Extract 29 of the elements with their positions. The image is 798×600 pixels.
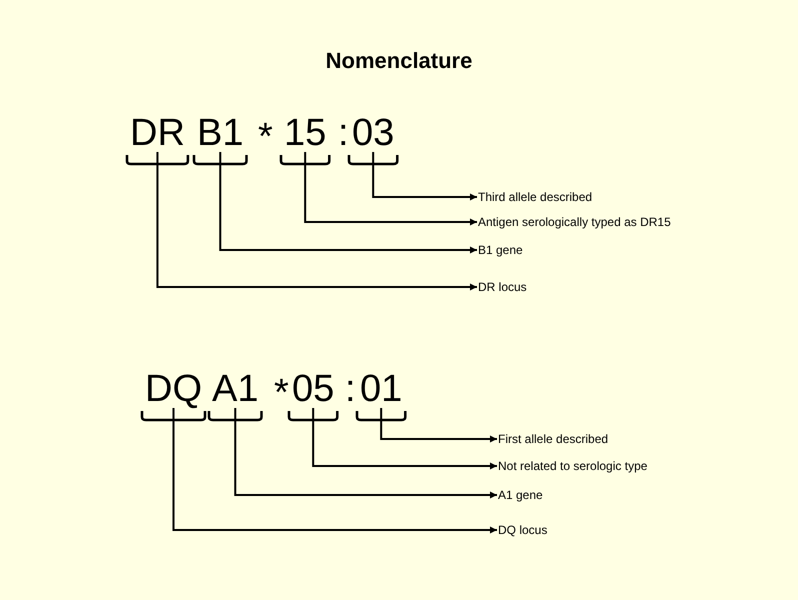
- explanation-text: DR locus: [478, 280, 527, 294]
- leader-arrow: [234, 408, 497, 498]
- explanation-text: Not related to serologic type: [498, 459, 648, 473]
- allele-name-part: DR: [130, 114, 185, 152]
- separator-symbol: *: [258, 118, 273, 156]
- allele-name-part: A1: [212, 370, 258, 408]
- allele-name-part: 01: [360, 370, 402, 408]
- explanation-text: Third allele described: [478, 190, 592, 204]
- leader-arrow: [304, 152, 477, 226]
- leader-arrow: [380, 408, 497, 442]
- explanation-text: Antigen serologically typed as DR15: [478, 215, 671, 229]
- leader-arrow: [312, 408, 497, 470]
- leader-arrow: [172, 408, 497, 534]
- explanation-text: First allele described: [498, 432, 608, 446]
- leader-arrow: [372, 152, 477, 200]
- allele-name-part: 05: [292, 370, 334, 408]
- explanation-text: A1 gene: [498, 488, 543, 502]
- separator-symbol: *: [274, 374, 289, 412]
- explanation-text: B1 gene: [478, 243, 523, 257]
- leader-arrow: [156, 152, 477, 290]
- explanation-text: DQ locus: [498, 523, 548, 537]
- separator-symbol: :: [338, 114, 349, 152]
- title: Nomenclature: [324, 48, 474, 74]
- allele-name-part: 15: [284, 114, 326, 152]
- separator-symbol: :: [345, 370, 356, 408]
- leader-arrow: [219, 152, 477, 254]
- allele-name-part: DQ: [145, 370, 202, 408]
- allele-name-part: 03: [352, 114, 394, 152]
- allele-name-part: B1: [197, 114, 244, 152]
